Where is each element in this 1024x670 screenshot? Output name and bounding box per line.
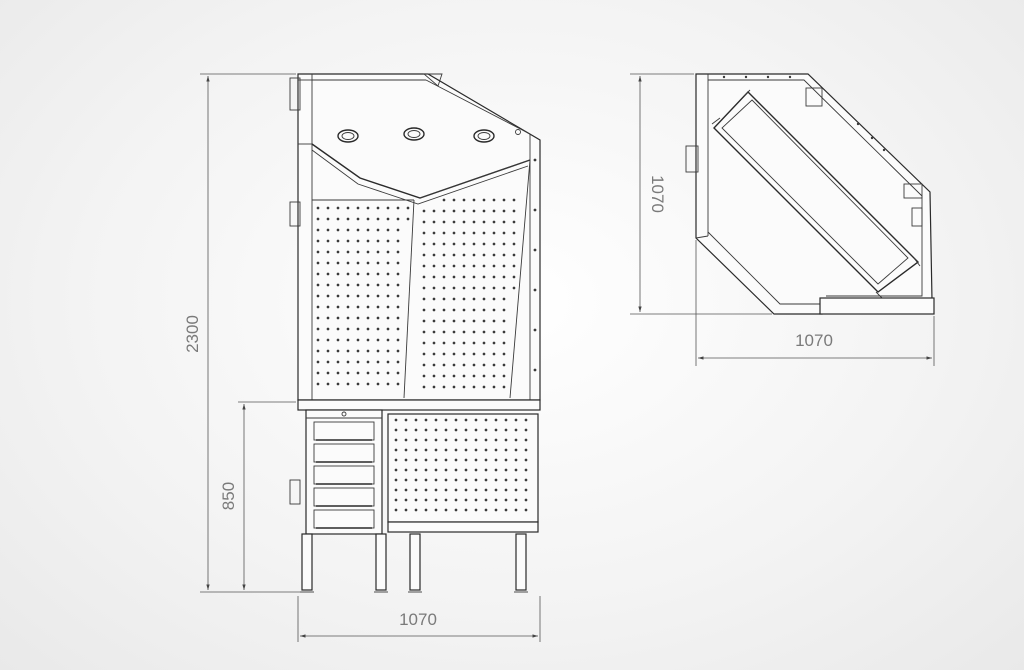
drawers	[313, 421, 375, 529]
front-height-label: 2300	[183, 315, 202, 353]
side-width-dimension: 1070	[695, 240, 935, 366]
lower-perforated-panel	[387, 413, 539, 523]
side-depth-label: 1070	[648, 175, 667, 213]
front-base-height-label: 850	[219, 482, 238, 510]
front-base-top	[297, 399, 541, 411]
front-legs	[300, 533, 528, 593]
front-perforated-panel-right	[422, 198, 516, 389]
front-width-dimension: 1070	[297, 596, 541, 642]
drawer-cabinet	[305, 409, 383, 535]
side-width-label: 1070	[795, 331, 833, 350]
side-depth-dimension: 1070	[630, 73, 772, 315]
side-window-pane	[713, 90, 920, 293]
front-wall-brackets	[289, 77, 301, 505]
side-view: 1070 1070	[630, 73, 935, 366]
front-perforated-panel-left	[316, 206, 410, 386]
front-cabinet-outline	[297, 73, 541, 401]
front-height-dimension: 2300	[183, 73, 300, 593]
glove-ports	[337, 127, 495, 143]
front-width-label: 1070	[399, 610, 437, 629]
front-view: 2300 850 1070	[183, 73, 541, 642]
side-wall-bracket	[685, 145, 699, 173]
front-base-height-dimension: 850	[219, 401, 296, 590]
side-base	[819, 297, 935, 315]
